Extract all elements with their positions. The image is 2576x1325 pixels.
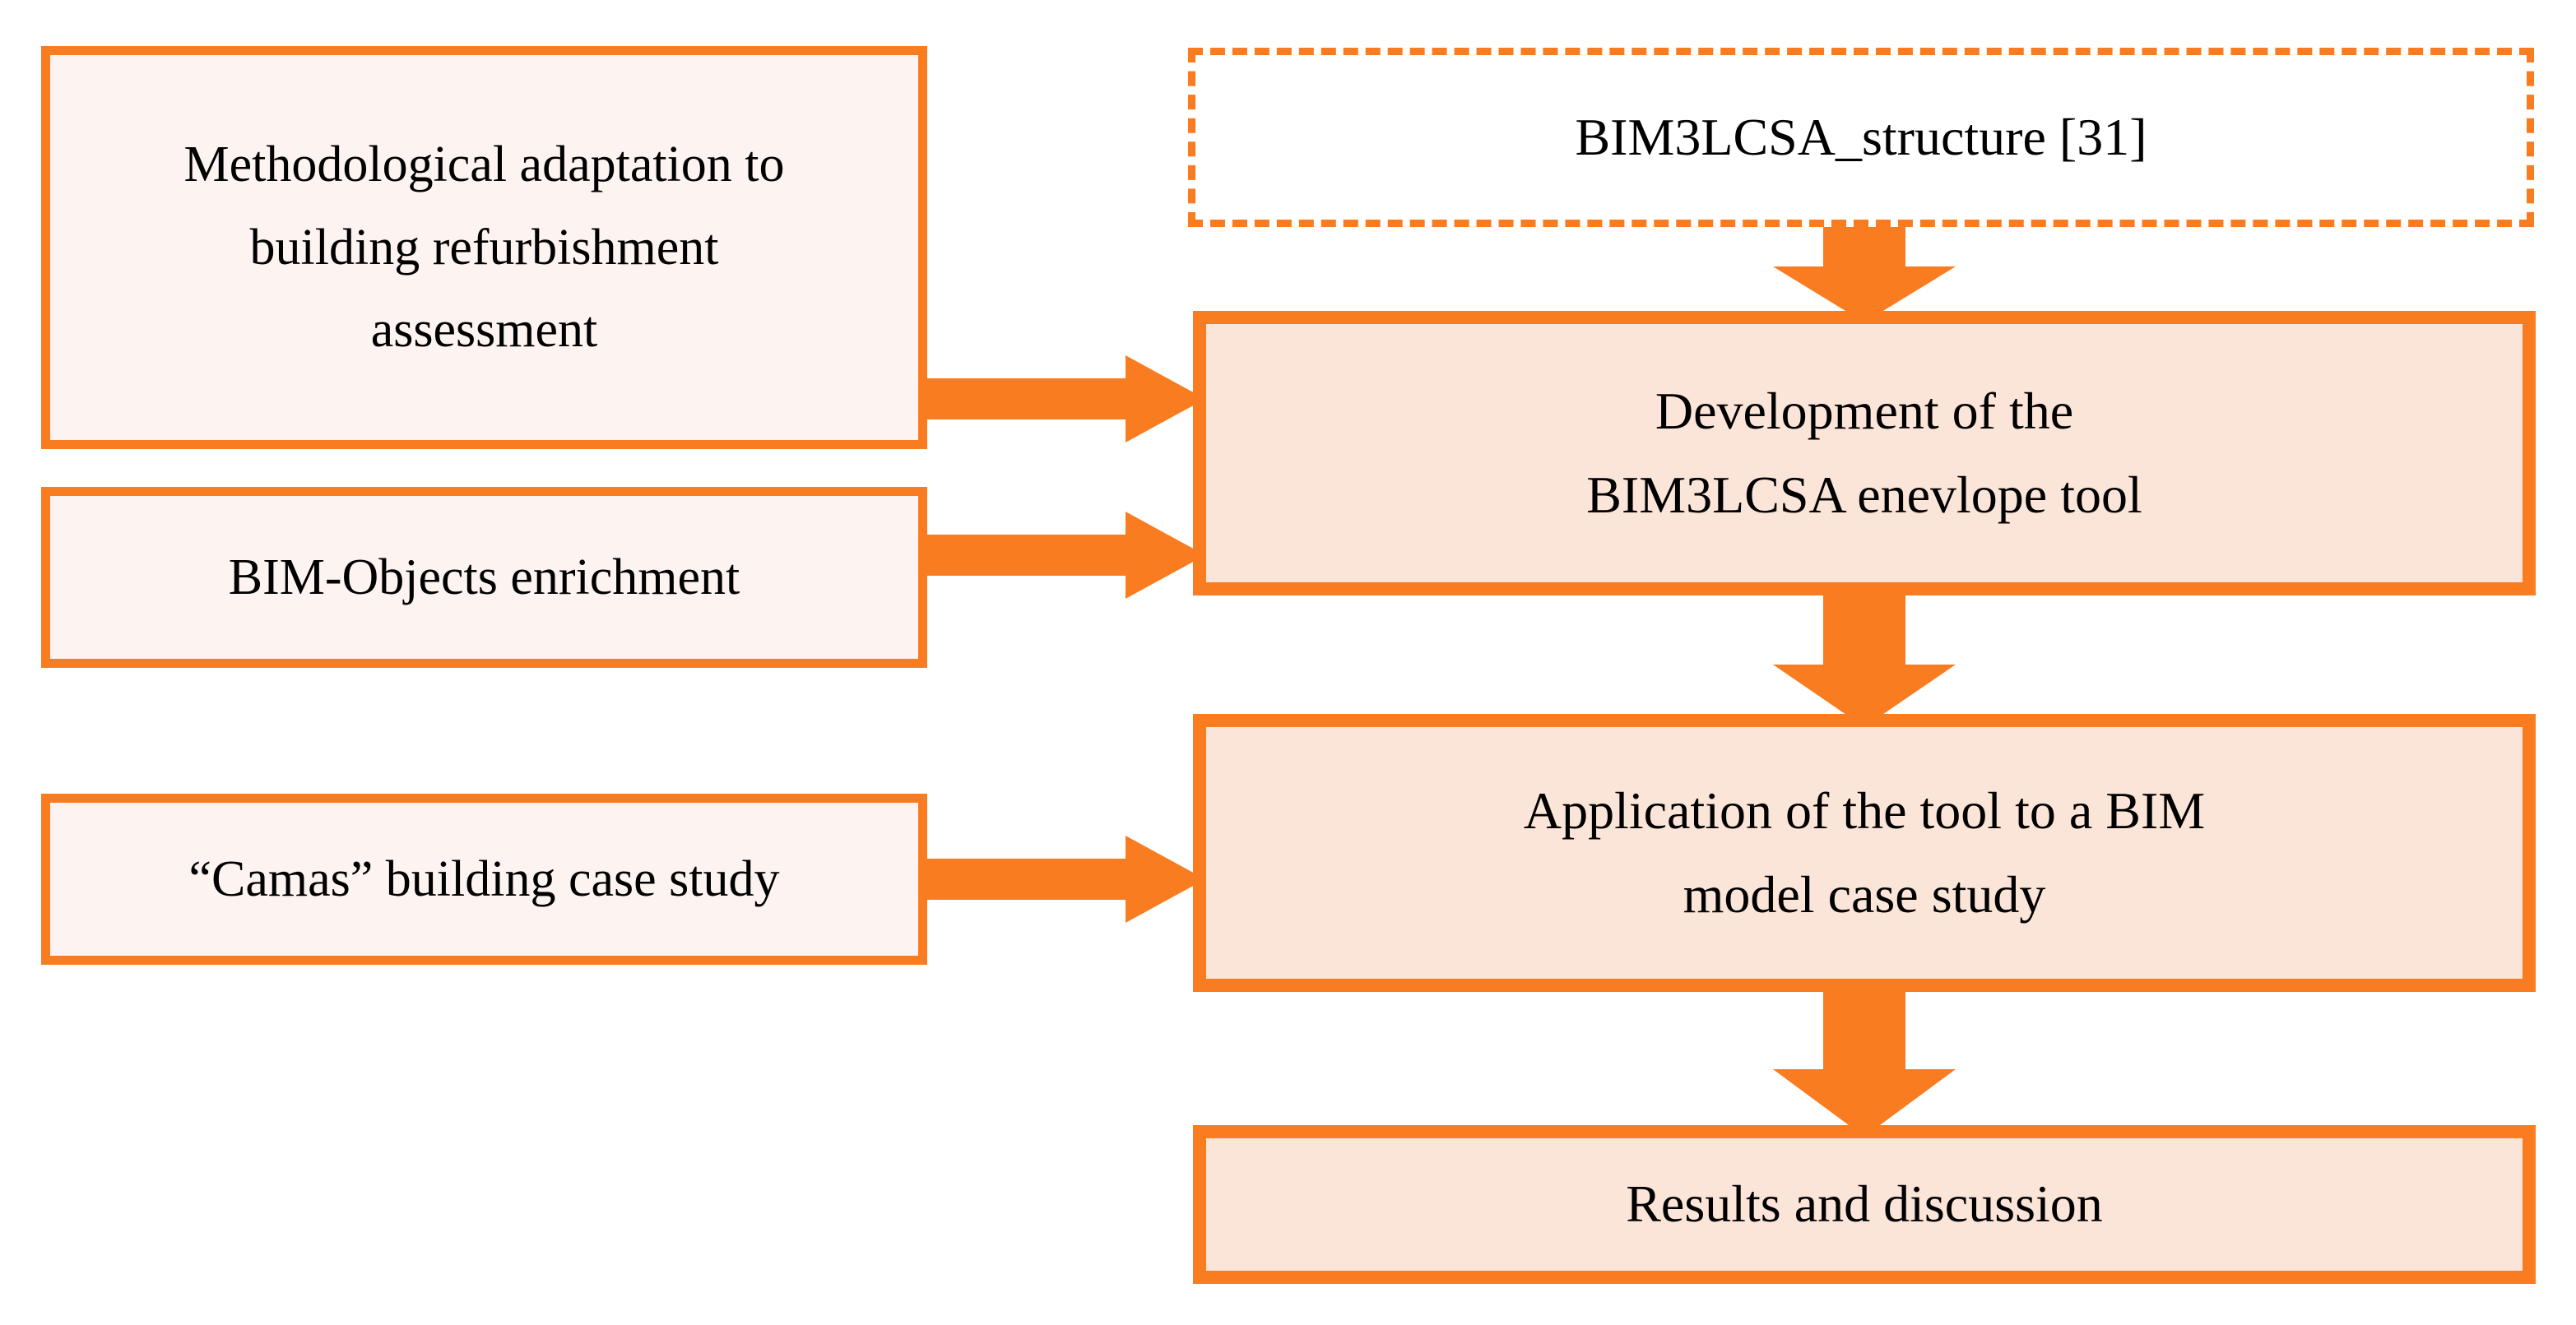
node-label: Results and discussion xyxy=(1626,1174,2103,1234)
node-label: Application of the tool to a BIM model c… xyxy=(1523,781,2206,924)
arrow-methodological-to-development xyxy=(921,355,1205,442)
node-camas-case-study[interactable]: “Camas” building case study xyxy=(41,794,927,965)
node-tool-development[interactable]: Development of the BIM3LCSA enevlope too… xyxy=(1193,311,2536,595)
node-bim3lcsa-structure[interactable]: BIM3LCSA_structure [31] xyxy=(1188,48,2534,227)
arrow-enrichment-to-development xyxy=(921,512,1205,599)
node-label: BIM-Objects enrichment xyxy=(228,549,740,605)
node-label: Methodological adaptation to building re… xyxy=(183,137,785,359)
node-label: “Camas” building case study xyxy=(188,850,780,907)
node-methodological-adaptation[interactable]: Methodological adaptation to building re… xyxy=(41,46,927,449)
node-label: BIM3LCSA_structure [31] xyxy=(1575,108,2147,166)
node-results-discussion[interactable]: Results and discussion xyxy=(1193,1125,2536,1284)
arrow-camas-to-application xyxy=(921,836,1205,923)
arrow-structure-to-development xyxy=(1773,215,1956,322)
node-label: Development of the BIM3LCSA enevlope too… xyxy=(1586,381,2142,524)
node-bim-objects-enrichment[interactable]: BIM-Objects enrichment xyxy=(41,487,927,668)
node-tool-application[interactable]: Application of the tool to a BIM model c… xyxy=(1193,714,2536,992)
arrow-development-to-application xyxy=(1773,586,1956,727)
arrow-application-to-results xyxy=(1773,982,1956,1137)
